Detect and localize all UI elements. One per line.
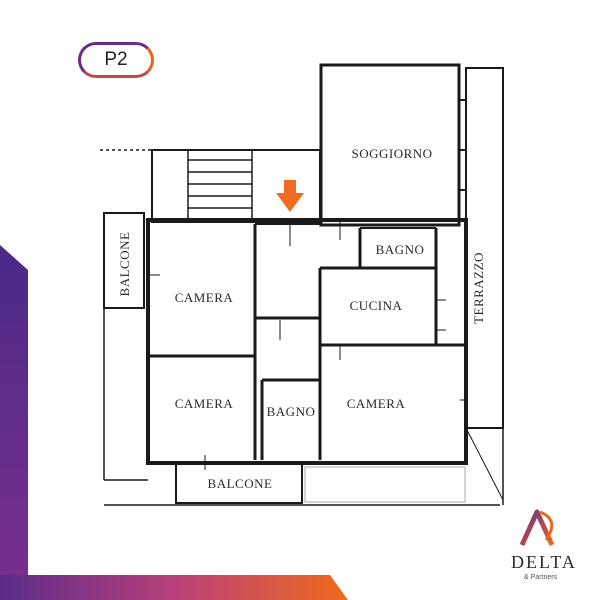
logo-subtitle: & Partners [524, 574, 558, 581]
floor-badge-label: P2 [104, 49, 128, 70]
outer-walls [146, 218, 468, 465]
label-cucina: CUCINA [350, 298, 403, 313]
label-terrazzo: TERRAZZO [471, 252, 486, 324]
floor-plan [100, 63, 504, 506]
floor-badge: P2 [78, 42, 154, 78]
decor-left-band [0, 245, 28, 600]
room-soggiorno [319, 63, 461, 227]
label-camera-left-top: CAMERA [175, 290, 234, 305]
label-balcone-bottom: BALCONE [208, 476, 273, 491]
label-bagno-bottom: BAGNO [267, 404, 316, 419]
label-bagno-top: BAGNO [376, 242, 425, 257]
label-camera-right: CAMERA [347, 396, 406, 411]
balcony-bottom [175, 462, 303, 504]
arrow-down-icon [276, 180, 304, 212]
decor-bottom-band [0, 575, 348, 600]
label-camera-left-bottom: CAMERA [175, 396, 234, 411]
delta-logo-icon [519, 509, 555, 547]
label-soggiorno: SOGGIORNO [351, 146, 432, 161]
staircase [100, 149, 321, 223]
label-balcone-left: BALCONE [117, 232, 132, 297]
logo-name: DELTA [511, 552, 577, 572]
terrace-frame [465, 67, 504, 429]
